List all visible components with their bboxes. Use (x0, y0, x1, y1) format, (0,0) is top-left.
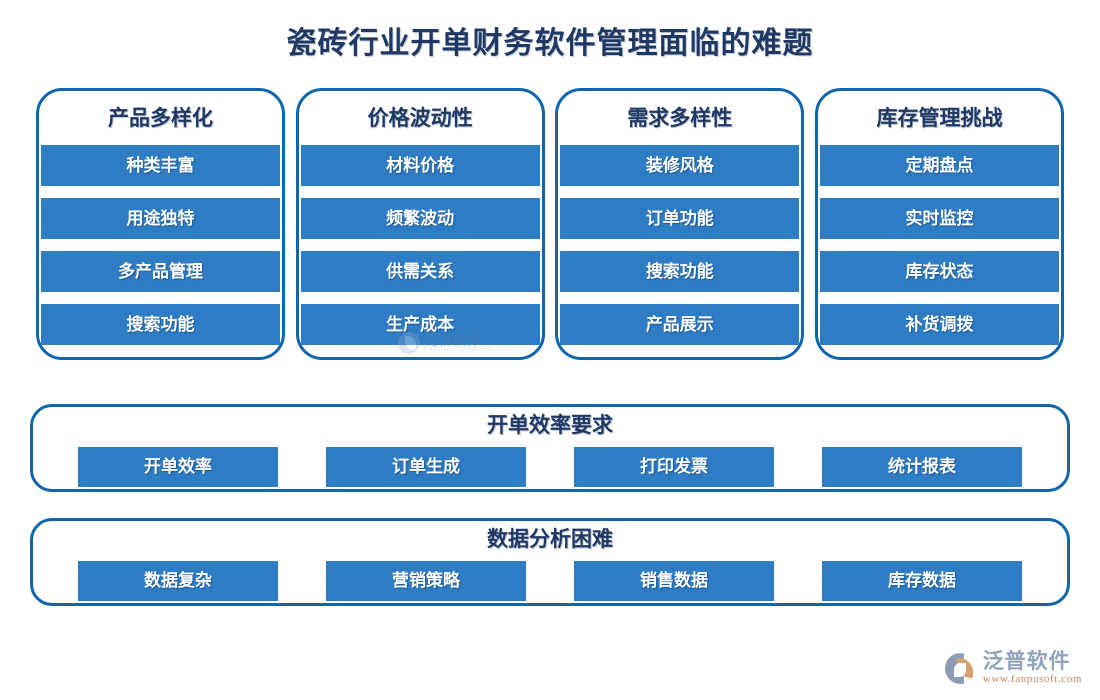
card-demand-diversity: 需求多样性 装修风格 订单功能 搜索功能 产品展示 (555, 88, 805, 360)
card-item-pill[interactable]: 频繁波动 (300, 198, 540, 239)
wide-row-items: 数据复杂 营销策略 销售数据 库存数据 (33, 557, 1067, 601)
wide-row-item-pill[interactable]: 数据复杂 (78, 561, 278, 601)
logo-notch-shape (953, 663, 966, 678)
card-title: 产品多样化 (108, 107, 213, 130)
card-item-pill[interactable]: 产品展示 (560, 304, 800, 345)
card-item-pill[interactable]: 装修风格 (560, 145, 800, 186)
page-title: 瓷砖行业开单财务软件管理面临的难题 (286, 27, 814, 60)
brand-name: 泛普软件 (982, 650, 1071, 674)
brand-url: www.fanpusoft.com (982, 673, 1082, 686)
wide-row-item-pill[interactable]: 库存数据 (822, 561, 1022, 601)
card-title: 库存管理挑战 (876, 107, 1003, 130)
wide-row-data-analysis: 数据分析困难 数据复杂 营销策略 销售数据 库存数据 (30, 518, 1070, 606)
wide-row-item-pill[interactable]: 打印发票 (574, 447, 774, 487)
cards-row: 产品多样化 种类丰富 用途独特 多产品管理 搜索功能 价格波动性 材料价格 频繁… (36, 88, 1064, 360)
card-item-pill[interactable]: 定期盘点 (819, 145, 1059, 186)
card-item-pill[interactable]: 补货调拨 (819, 304, 1059, 345)
card-item-pill[interactable]: 多产品管理 (41, 251, 280, 292)
wide-row-title: 开单效率要求 (487, 414, 613, 437)
card-item-pill[interactable]: 材料价格 (300, 145, 540, 186)
card-inventory-challenge: 库存管理挑战 定期盘点 实时监控 库存状态 补货调拨 (814, 88, 1064, 360)
wide-row-item-pill[interactable]: 销售数据 (574, 561, 774, 601)
wide-row-item-pill[interactable]: 订单生成 (326, 447, 526, 487)
wide-row-title: 数据分析困难 (487, 528, 613, 551)
wide-row-item-pill[interactable]: 开单效率 (78, 447, 278, 487)
wide-row-item-pill[interactable]: 营销策略 (326, 561, 526, 601)
brand-logo: 泛普软件 www.fanpusoft.com (944, 651, 1082, 686)
card-item-pill[interactable]: 订单功能 (560, 198, 800, 239)
card-title: 需求多样性 (627, 107, 733, 130)
card-item-pill[interactable]: 生产成本 (300, 304, 540, 345)
wide-row-items: 开单效率 订单生成 打印发票 统计报表 (33, 443, 1067, 487)
card-item-pill[interactable]: 实时监控 (819, 198, 1059, 239)
wide-row-item-pill[interactable]: 统计报表 (822, 447, 1022, 487)
wide-row-billing-efficiency: 开单效率要求 开单效率 订单生成 打印发票 统计报表 (30, 404, 1070, 492)
fanpu-logo-icon (944, 653, 976, 685)
brand-text: 泛普软件 www.fanpusoft.com (983, 651, 1082, 686)
card-items: 装修风格 订单功能 搜索功能 产品展示 (558, 145, 801, 350)
card-title: 价格波动性 (367, 107, 473, 130)
card-item-pill[interactable]: 供需关系 (300, 251, 540, 292)
card-item-pill[interactable]: 用途独特 (41, 198, 280, 239)
card-items: 种类丰富 用途独特 多产品管理 搜索功能 (39, 145, 282, 350)
card-item-pill[interactable]: 种类丰富 (41, 145, 280, 186)
card-product-diversity: 产品多样化 种类丰富 用途独特 多产品管理 搜索功能 (36, 88, 285, 360)
card-item-pill[interactable]: 搜索功能 (41, 304, 280, 345)
card-items: 定期盘点 实时监控 库存状态 补货调拨 (818, 145, 1061, 350)
card-price-volatility: 价格波动性 材料价格 频繁波动 供需关系 生产成本 (295, 88, 545, 360)
card-item-pill[interactable]: 搜索功能 (560, 251, 800, 292)
card-items: 材料价格 频繁波动 供需关系 生产成本 (299, 145, 542, 350)
card-item-pill[interactable]: 库存状态 (819, 251, 1059, 292)
